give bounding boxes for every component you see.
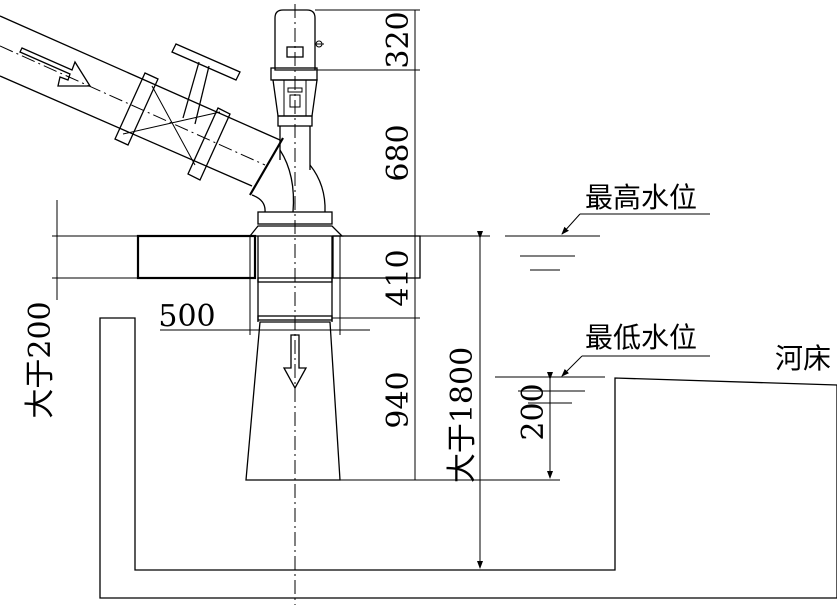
dim-320: 320 [381, 11, 416, 68]
motor [274, 9, 324, 71]
riverbed-label: 河床 [775, 342, 831, 375]
gearbox [270, 67, 318, 127]
dim-680: 680 [381, 124, 416, 181]
min-water-level-marker: 最低水位 200 [495, 321, 710, 479]
pipe-flange [187, 107, 231, 181]
valve-handwheel [171, 43, 241, 81]
pipe-flange [114, 72, 159, 146]
dim-1800: 大于1800 [445, 347, 480, 483]
dim-200-submergence: 200 [516, 383, 551, 440]
suction-bell [245, 321, 341, 481]
dim-940: 940 [381, 371, 416, 428]
concrete-slab-right [332, 235, 421, 279]
outlet-elbow [248, 126, 344, 237]
dim-500: 500 [158, 299, 215, 334]
vertical-dimension-chain: 320 680 410 940 [315, 9, 560, 481]
dim-left-200: 大于200 [23, 301, 58, 418]
max-water-level-marker: 最高水位 [505, 181, 710, 271]
min-water-level-label: 最低水位 [585, 321, 697, 354]
suction-pipe [245, 236, 341, 481]
pump-pit [99, 317, 837, 599]
flow-down-arrow-icon [282, 334, 308, 390]
max-water-level-label: 最高水位 [585, 181, 697, 214]
dim-410: 410 [381, 249, 416, 306]
concrete-slab-left [136, 234, 257, 280]
inlet-pipe [0, 15, 281, 187]
flow-arrow-icon [19, 47, 92, 87]
